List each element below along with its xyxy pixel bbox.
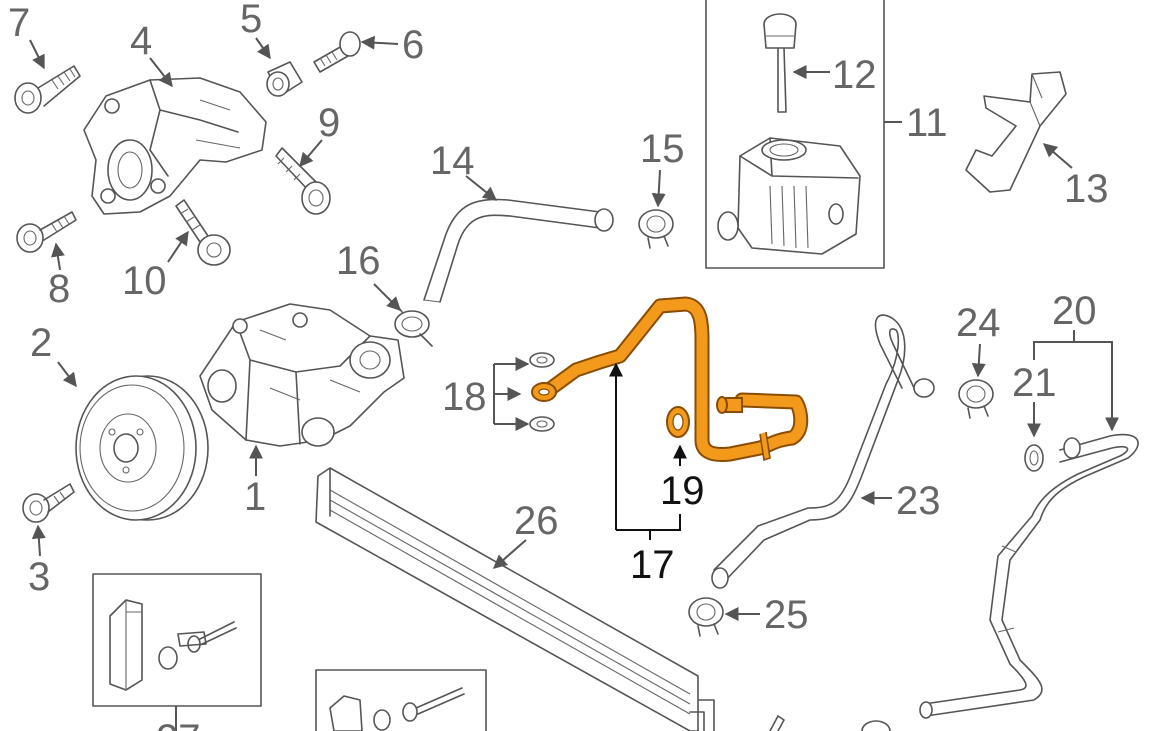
- bolt-part-10[interactable]: [175, 199, 231, 266]
- callout-17: 17: [630, 543, 675, 587]
- fitting-bottom: [769, 715, 891, 731]
- leader-13: [1042, 143, 1073, 169]
- callout-26: 26: [514, 499, 559, 543]
- mounting-kit-box-lower[interactable]: [315, 669, 487, 731]
- pressure-hose-part-17[interactable]: [531, 296, 809, 462]
- bolt-part-8[interactable]: [16, 211, 77, 253]
- leader-6: [360, 35, 399, 50]
- leader-10: [167, 230, 189, 263]
- pulley-part-2[interactable]: [75, 375, 209, 521]
- callout-16: 16: [336, 239, 381, 283]
- callout-10: 10: [122, 259, 167, 303]
- callout-13: 13: [1064, 167, 1109, 211]
- leader-24: [971, 343, 986, 378]
- callout-21: 21: [1012, 361, 1057, 405]
- callout-7: 7: [8, 1, 30, 45]
- callout-3: 3: [28, 555, 50, 599]
- mounting-bracket-part-4[interactable]: [83, 77, 267, 215]
- callout-5: 5: [240, 0, 262, 41]
- callout-20: 20: [1052, 289, 1097, 333]
- leader-3: [31, 524, 46, 557]
- leader-14: [465, 175, 498, 201]
- cooler-part-26[interactable]: [315, 467, 715, 731]
- callout-23: 23: [896, 479, 941, 523]
- callout-9: 9: [318, 101, 340, 145]
- leader-9: [299, 139, 323, 168]
- bolt-part-7[interactable]: [14, 65, 81, 114]
- callout-15: 15: [640, 127, 685, 171]
- seal-ring-part-19[interactable]: [666, 406, 690, 438]
- bolt-part-6[interactable]: [313, 31, 361, 73]
- bolt-part-3[interactable]: [22, 483, 75, 523]
- clamp-part-24[interactable]: [958, 379, 994, 419]
- hose-part-14[interactable]: [423, 198, 614, 303]
- leader-26: [492, 539, 527, 569]
- bushing-part-5[interactable]: [266, 61, 303, 97]
- seal-ring-part-21[interactable]: [1024, 444, 1044, 472]
- callout-27: 27: [156, 717, 201, 731]
- leader-5: [255, 37, 271, 60]
- callout-8: 8: [48, 267, 70, 311]
- mounting-kit-box-part-27[interactable]: [92, 573, 262, 707]
- callout-1: 1: [244, 475, 266, 519]
- hose-part-23[interactable]: [711, 314, 935, 589]
- bolt-part-9[interactable]: [275, 147, 331, 215]
- washers-part-18[interactable]: [529, 352, 555, 432]
- reservoir-tank: [717, 137, 861, 255]
- leader-7: [29, 39, 45, 70]
- callout-12: 12: [832, 53, 877, 97]
- return-line-part-20[interactable]: [919, 433, 1139, 719]
- leader-8: [50, 242, 65, 271]
- leader-16: [373, 283, 401, 311]
- callout-18: 18: [442, 375, 487, 419]
- reservoir-assembly-box-part-11[interactable]: [705, 0, 885, 269]
- leader-4: [149, 57, 173, 88]
- reservoir-cap-part-12[interactable]: [763, 13, 797, 113]
- clamp-part-25[interactable]: [688, 597, 724, 637]
- callout-24: 24: [956, 301, 1001, 345]
- callout-14: 14: [430, 139, 475, 183]
- clamp-part-15[interactable]: [638, 209, 674, 249]
- power-steering-pump-part-1[interactable]: [199, 303, 405, 447]
- callout-6: 6: [402, 23, 424, 67]
- callout-4: 4: [130, 19, 152, 63]
- bracket-part-13[interactable]: [965, 71, 1067, 193]
- callout-2: 2: [30, 321, 52, 365]
- callout-11: 11: [906, 101, 948, 145]
- callout-25: 25: [764, 593, 809, 637]
- clamp-part-16[interactable]: [394, 303, 433, 347]
- leader-15: [651, 169, 666, 208]
- callout-19: 19: [660, 469, 705, 513]
- leader-2: [57, 361, 77, 388]
- leader-17-base: [616, 514, 681, 531]
